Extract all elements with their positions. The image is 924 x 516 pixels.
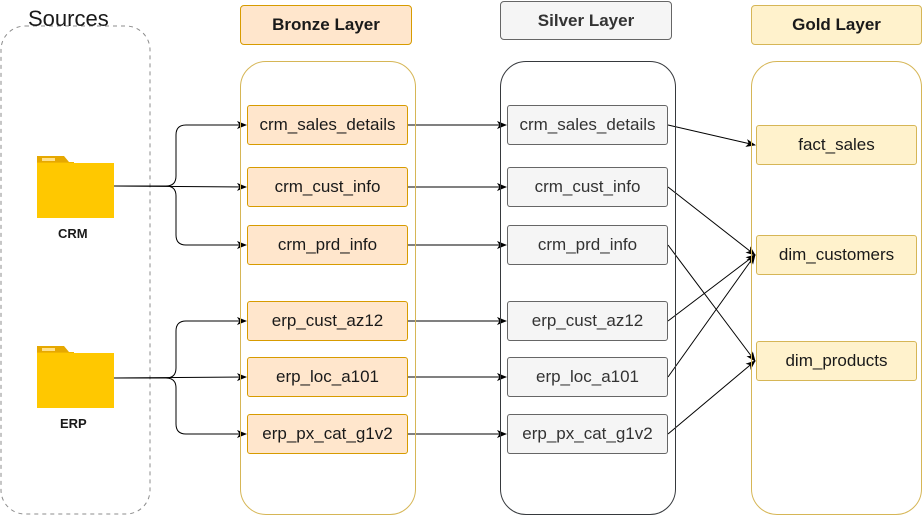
erp-label: ERP <box>60 416 87 431</box>
silver-layer-header: Silver Layer <box>500 1 672 40</box>
edge-crm-to-bronze-crm-sales-details <box>114 121 247 187</box>
silver-table-crm-sales-details[interactable]: crm_sales_details <box>507 105 668 145</box>
gold-layer-header: Gold Layer <box>751 5 922 45</box>
edge-erp-to-bronze-erp-px-cat-g1v2 <box>114 377 247 438</box>
edge-silver-crm-sales-details-to-gold-fact-sales <box>667 124 756 147</box>
bronze-table-crm-prd-info[interactable]: crm_prd_info <box>247 225 408 265</box>
edge-silver-crm-prd-info-to-gold-dim-products <box>667 244 756 362</box>
silver-table-erp-px-cat-g1v2[interactable]: erp_px_cat_g1v2 <box>507 414 668 454</box>
edge-silver-erp-px-cat-g1v2-to-gold-dim-products <box>667 360 756 435</box>
edge-silver-crm-cust-info-to-gold-dim-customers <box>667 186 756 256</box>
sources-container <box>0 25 151 515</box>
bronze-table-erp-loc-a101[interactable]: erp_loc_a101 <box>247 357 408 397</box>
gold-table-dim-customers[interactable]: dim_customers <box>756 235 917 275</box>
crm-folder-icon[interactable] <box>36 155 114 219</box>
bronze-table-crm-sales-details[interactable]: crm_sales_details <box>247 105 408 145</box>
silver-layer-container <box>500 61 676 515</box>
silver-table-crm-cust-info[interactable]: crm_cust_info <box>507 167 668 207</box>
sources-title: Sources <box>28 6 109 31</box>
silver-table-erp-loc-a101[interactable]: erp_loc_a101 <box>507 357 668 397</box>
silver-table-crm-prd-info[interactable]: crm_prd_info <box>507 225 668 265</box>
gold-table-dim-products[interactable]: dim_products <box>756 341 917 381</box>
silver-table-erp-cust-az12[interactable]: erp_cust_az12 <box>507 301 668 341</box>
erp-folder-icon[interactable] <box>36 345 114 409</box>
bronze-layer-container <box>240 61 416 515</box>
gold-layer-container <box>751 61 922 515</box>
bronze-table-erp-px-cat-g1v2[interactable]: erp_px_cat_g1v2 <box>247 414 408 454</box>
edge-silver-erp-loc-a101-to-gold-dim-customers <box>667 254 756 378</box>
edge-group <box>113 121 756 438</box>
edge-silver-erp-cust-az12-to-gold-dim-customers <box>667 254 756 322</box>
bronze-layer-header: Bronze Layer <box>240 5 412 45</box>
bronze-table-crm-cust-info[interactable]: crm_cust_info <box>247 167 408 207</box>
gold-table-fact-sales[interactable]: fact_sales <box>756 125 917 165</box>
crm-label: CRM <box>58 226 88 241</box>
edge-crm-to-bronze-crm-prd-info <box>114 185 247 249</box>
bronze-table-erp-cust-az12[interactable]: erp_cust_az12 <box>247 301 408 341</box>
edge-erp-to-bronze-erp-cust-az12 <box>114 317 247 379</box>
